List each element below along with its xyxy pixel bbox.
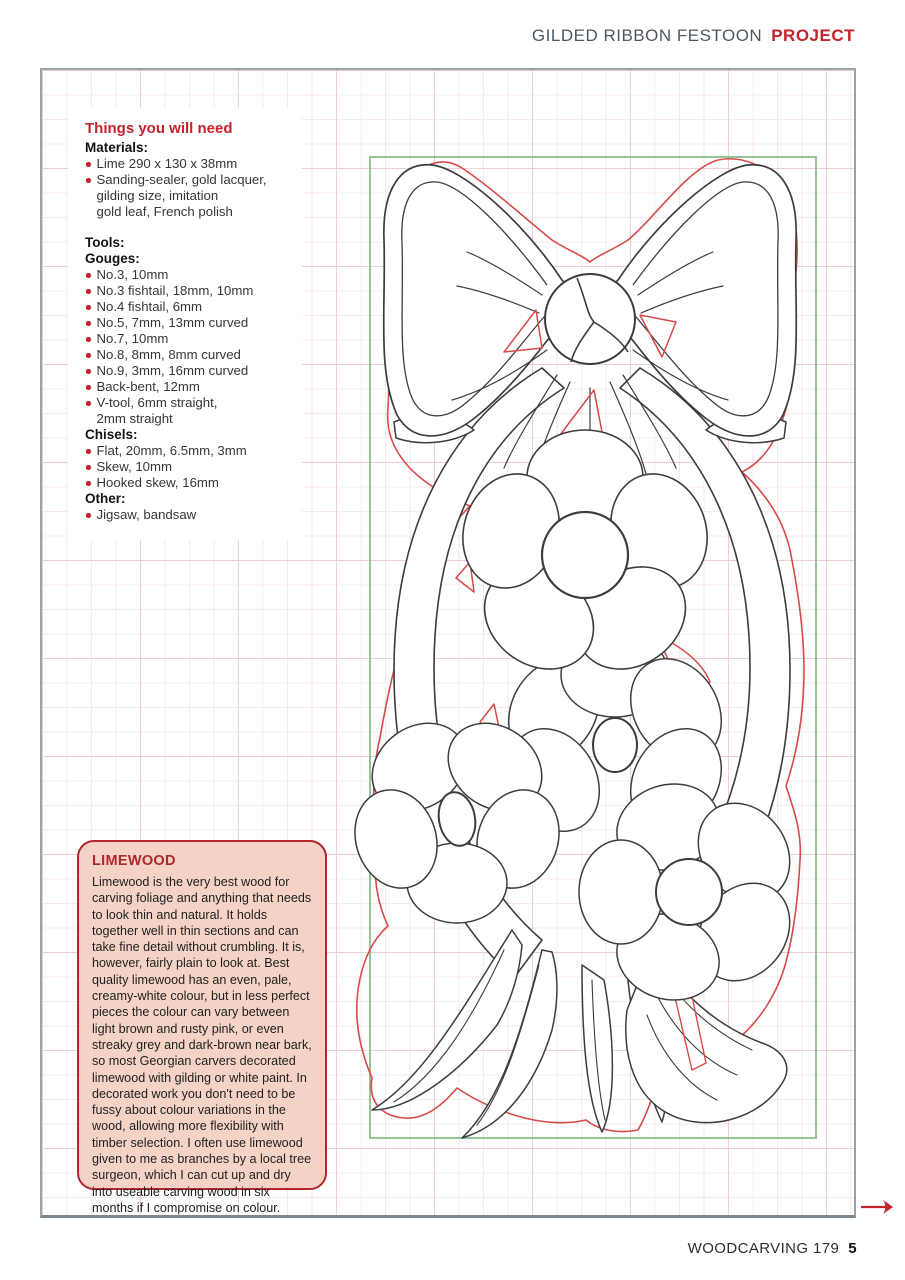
- gouges-heading: Gouges:: [85, 251, 140, 266]
- limewood-box-body: Limewood is the very best wood for carvi…: [92, 875, 312, 1215]
- flower-left: [354, 722, 560, 924]
- bullet-icon: [86, 481, 91, 486]
- list-item: Back-bent, 12mm: [85, 379, 307, 395]
- list-item: No.3 fishtail, 18mm, 10mm: [85, 283, 307, 299]
- flower-right: [578, 783, 791, 1001]
- pattern-grid-area: Things you will need Materials: Lime 290…: [40, 68, 856, 1218]
- flower-top: [462, 429, 708, 670]
- bullet-icon: [86, 385, 91, 390]
- limewood-info-box: LIMEWOOD Limewood is the very best wood …: [77, 840, 327, 1215]
- bullet-icon: [86, 305, 91, 310]
- materials-heading: Materials:: [85, 140, 149, 155]
- chisels-heading: Chisels:: [85, 427, 138, 442]
- bow-knot: [544, 273, 636, 365]
- page-footer: WOODCARVING 179 5: [688, 1240, 857, 1257]
- list-item: Sanding-sealer, gold lacquer, gilding si…: [85, 172, 307, 220]
- spacer: [85, 220, 307, 235]
- magazine-issue: WOODCARVING 179: [687, 1240, 840, 1257]
- list-item: Skew, 10mm: [85, 459, 307, 475]
- section-badge: PROJECT: [771, 26, 855, 45]
- cutting-outline: [355, 158, 805, 1133]
- limewood-box-title: LIMEWOOD: [92, 853, 176, 869]
- page-number: 5: [848, 1240, 857, 1257]
- list-item: No.8, 8mm, 8mm curved: [85, 347, 307, 363]
- list-item: Lime 290 x 130 x 38mm: [85, 156, 307, 172]
- list-item: No.4 fishtail, 6mm: [85, 299, 307, 315]
- bullet-icon: [86, 353, 91, 358]
- list-item: Hooked skew, 16mm: [85, 475, 307, 491]
- continue-arrow-icon: [861, 1200, 893, 1214]
- list-item: No.5, 7mm, 13mm curved: [85, 315, 307, 331]
- bullet-icon: [86, 513, 91, 518]
- list-item: No.9, 3mm, 16mm curved: [85, 363, 307, 379]
- bullet-icon: [86, 449, 91, 454]
- things-you-will-need-list: Things you will need Materials: Lime 290…: [85, 120, 307, 523]
- bullet-icon: [86, 401, 91, 406]
- list-item: No.3, 10mm: [85, 267, 307, 283]
- bullet-icon: [86, 321, 91, 326]
- list-item: V-tool, 6mm straight, 2mm straight: [85, 395, 307, 427]
- tools-heading: Tools:: [85, 235, 125, 250]
- bullet-icon: [86, 273, 91, 278]
- bullet-icon: [86, 289, 91, 294]
- bullet-icon: [86, 369, 91, 374]
- list-item: Jigsaw, bandsaw: [85, 507, 307, 523]
- festoon-pattern-drawing: [354, 156, 817, 1139]
- list-item: Flat, 20mm, 6.5mm, 3mm: [85, 443, 307, 459]
- article-title: GILDED RIBBON FESTOON: [531, 26, 763, 45]
- bullet-icon: [86, 337, 91, 342]
- bullet-icon: [86, 465, 91, 470]
- needs-panel-background: [68, 108, 302, 540]
- pattern-frame: [369, 156, 817, 1139]
- bullet-icon: [86, 178, 91, 183]
- knot-fold-lines: [451, 251, 729, 475]
- list-item: No.7, 10mm: [85, 331, 307, 347]
- foliage-veins: [393, 949, 753, 1126]
- needs-title: Things you will need: [85, 120, 233, 137]
- bullet-icon: [86, 162, 91, 167]
- other-heading: Other:: [85, 491, 126, 506]
- page-header: GILDED RIBBON FESTOON PROJECT: [532, 26, 855, 46]
